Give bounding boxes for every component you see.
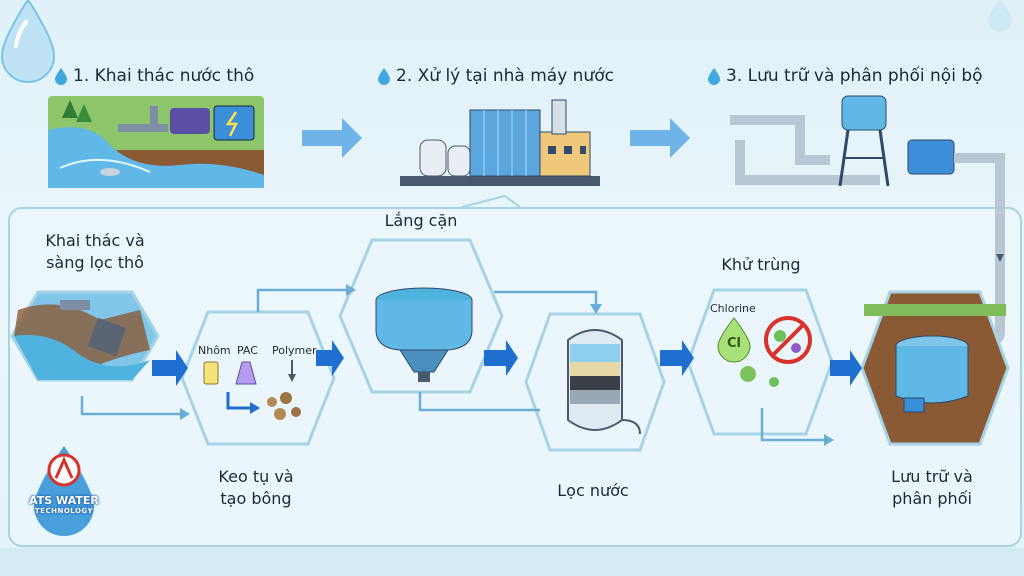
step-label-sedimentation: Lắng cặn <box>384 211 458 230</box>
corner-water-drop-small-icon <box>988 0 1012 32</box>
step-label-disinfection: Khử trùng <box>721 255 801 274</box>
flow-lines <box>80 288 824 442</box>
stage-arrow-2 <box>630 118 690 158</box>
chlorine-symbol: Cl <box>727 336 741 351</box>
flow-arrow-4 <box>660 340 694 376</box>
flow-arrow-1 <box>152 350 188 386</box>
chem-label-polymer: Polymer <box>272 344 317 357</box>
corner-water-drop-icon <box>0 0 56 83</box>
stage-3-title: 3. Lưu trữ và phân phối nội bộ <box>708 66 983 86</box>
water-drop-icon <box>708 67 720 85</box>
step-label-coagulation: Keo tụ và tạo bông <box>218 467 294 508</box>
flow-arrow-5 <box>830 350 862 386</box>
water-drop-icon <box>55 67 67 85</box>
hexagon-intake <box>10 290 160 382</box>
bottom-strip <box>0 548 1024 576</box>
hexagon-coagulation <box>180 310 336 446</box>
step-label-intake: Khai thác và sàng lọc thô <box>45 231 145 272</box>
stage-2-text: 2. Xử lý tại nhà máy nước <box>396 66 614 86</box>
brand-subtitle: TECHNOLOGY <box>34 507 94 515</box>
raw-water-landscape-image <box>48 96 264 188</box>
flow-arrow-3 <box>484 340 518 376</box>
treatment-plant-image <box>400 99 600 186</box>
ats-logo-icon <box>34 446 94 536</box>
flow-line-arrowheads <box>180 284 834 446</box>
step-label-storage: Lưu trữ và phân phối <box>891 467 973 508</box>
stage-1-title: 1. Khai thác nước thô <box>55 66 254 86</box>
hexagon-sedimentation <box>338 238 504 394</box>
brand-logo-text: ATS WATER TECHNOLOGY <box>18 494 110 515</box>
hexagon-storage <box>860 290 1010 446</box>
stage-arrow-1 <box>302 118 362 158</box>
chem-label-chlorine: Chlorine <box>710 302 756 315</box>
chem-label-pac: PAC <box>237 344 258 357</box>
hexagon-filtration <box>524 312 666 452</box>
stage-1-text: 1. Khai thác nước thô <box>73 66 255 86</box>
step-label-filtration: Lọc nước <box>557 481 629 500</box>
stage-2-title: 2. Xử lý tại nhà máy nước <box>378 66 614 86</box>
chem-label-alum: Nhôm <box>198 344 231 357</box>
flow-arrow-2 <box>316 340 344 376</box>
stage-3-text: 3. Lưu trữ và phân phối nội bộ <box>726 66 983 86</box>
plant-connector <box>461 194 521 208</box>
water-drop-icon <box>378 67 390 85</box>
brand-name: ATS WATER <box>29 494 99 507</box>
hexagon-disinfection <box>686 288 834 436</box>
